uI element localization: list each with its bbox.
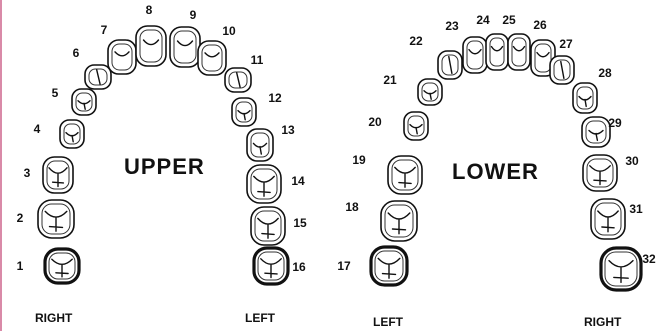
tooth-number-label: 16 — [292, 260, 306, 274]
tooth-number-label: 28 — [598, 66, 612, 80]
tooth-number-label: 15 — [293, 216, 307, 230]
lower-right-side-label: RIGHT — [584, 315, 622, 329]
lower-tooth-20 — [404, 112, 428, 140]
upper-tooth-13 — [247, 129, 273, 161]
tooth-number-label: 9 — [190, 8, 197, 22]
tooth-outline — [508, 34, 530, 70]
upper-tooth-8 — [136, 26, 166, 66]
lower-arch-title: LOWER — [452, 159, 539, 184]
upper-tooth-1 — [45, 249, 79, 283]
tooth-number-label: 13 — [281, 123, 295, 137]
lower-tooth-27 — [550, 56, 574, 84]
lower-tooth-29 — [582, 117, 610, 147]
lower-tooth-31 — [591, 199, 625, 239]
upper-tooth-10 — [198, 41, 226, 75]
upper-right-side-label: RIGHT — [35, 311, 73, 325]
tooth-number-label: 14 — [291, 174, 305, 188]
lower-tooth-25 — [508, 34, 530, 70]
tooth-number-label: 31 — [629, 202, 643, 216]
lower-tooth-23 — [463, 37, 487, 73]
tooth-number-label: 2 — [17, 211, 24, 225]
tooth-number-label: 21 — [383, 73, 397, 87]
tooth-number-label: 4 — [34, 122, 41, 136]
tooth-number-label: 19 — [352, 153, 366, 167]
tooth-number-label: 8 — [146, 3, 153, 17]
upper-tooth-11 — [225, 68, 251, 92]
tooth-number-label: 32 — [642, 252, 656, 266]
upper-tooth-15 — [251, 207, 285, 245]
upper-tooth-5 — [72, 89, 96, 115]
upper-arch-title: UPPER — [124, 154, 205, 179]
upper-left-side-label: LEFT — [245, 311, 276, 325]
upper-tooth-12 — [232, 98, 256, 126]
upper-tooth-7 — [108, 40, 136, 74]
tooth-outline — [486, 34, 508, 70]
tooth-number-label: 3 — [24, 166, 31, 180]
lower-arch: 17 18 19 20 21 22 23 24 25 26 27 28 29 30 31 32 — [337, 13, 656, 290]
lower-tooth-32 — [601, 248, 641, 290]
lower-tooth-22 — [438, 51, 462, 79]
tooth-number-label: 6 — [73, 46, 80, 60]
upper-tooth-14 — [247, 165, 281, 203]
upper-tooth-6 — [85, 65, 111, 89]
lower-tooth-24 — [486, 34, 508, 70]
tooth-number-label: 17 — [337, 259, 351, 273]
lower-tooth-30 — [583, 155, 617, 191]
lower-tooth-28 — [573, 83, 597, 113]
lower-tooth-18 — [381, 201, 417, 241]
tooth-number-label: 22 — [409, 34, 423, 48]
tooth-number-label: 5 — [52, 86, 59, 100]
tooth-number-label: 27 — [559, 37, 573, 51]
upper-tooth-9 — [170, 27, 200, 67]
lower-tooth-21 — [418, 79, 442, 105]
tooth-number-label: 30 — [625, 154, 639, 168]
tooth-number-label: 1 — [17, 259, 24, 273]
upper-tooth-2 — [38, 200, 74, 238]
tooth-number-label: 24 — [476, 13, 490, 27]
upper-tooth-4 — [60, 120, 84, 148]
tooth-number-label: 26 — [533, 18, 547, 32]
tooth-number-label: 11 — [251, 53, 264, 67]
tooth-number-label: 12 — [268, 91, 282, 105]
tooth-number-label: 7 — [101, 23, 108, 37]
tooth-number-label: 29 — [608, 116, 622, 130]
tooth-number-label: 20 — [368, 115, 382, 129]
lower-left-side-label: LEFT — [373, 315, 404, 329]
upper-tooth-16 — [254, 248, 288, 284]
tooth-number-label: 25 — [502, 13, 516, 27]
tooth-number-label: 23 — [445, 19, 459, 33]
tooth-number-label: 10 — [222, 24, 236, 38]
tooth-number-label: 18 — [345, 200, 359, 214]
upper-tooth-3 — [43, 157, 73, 193]
lower-tooth-19 — [388, 156, 422, 194]
lower-tooth-17 — [371, 247, 407, 285]
